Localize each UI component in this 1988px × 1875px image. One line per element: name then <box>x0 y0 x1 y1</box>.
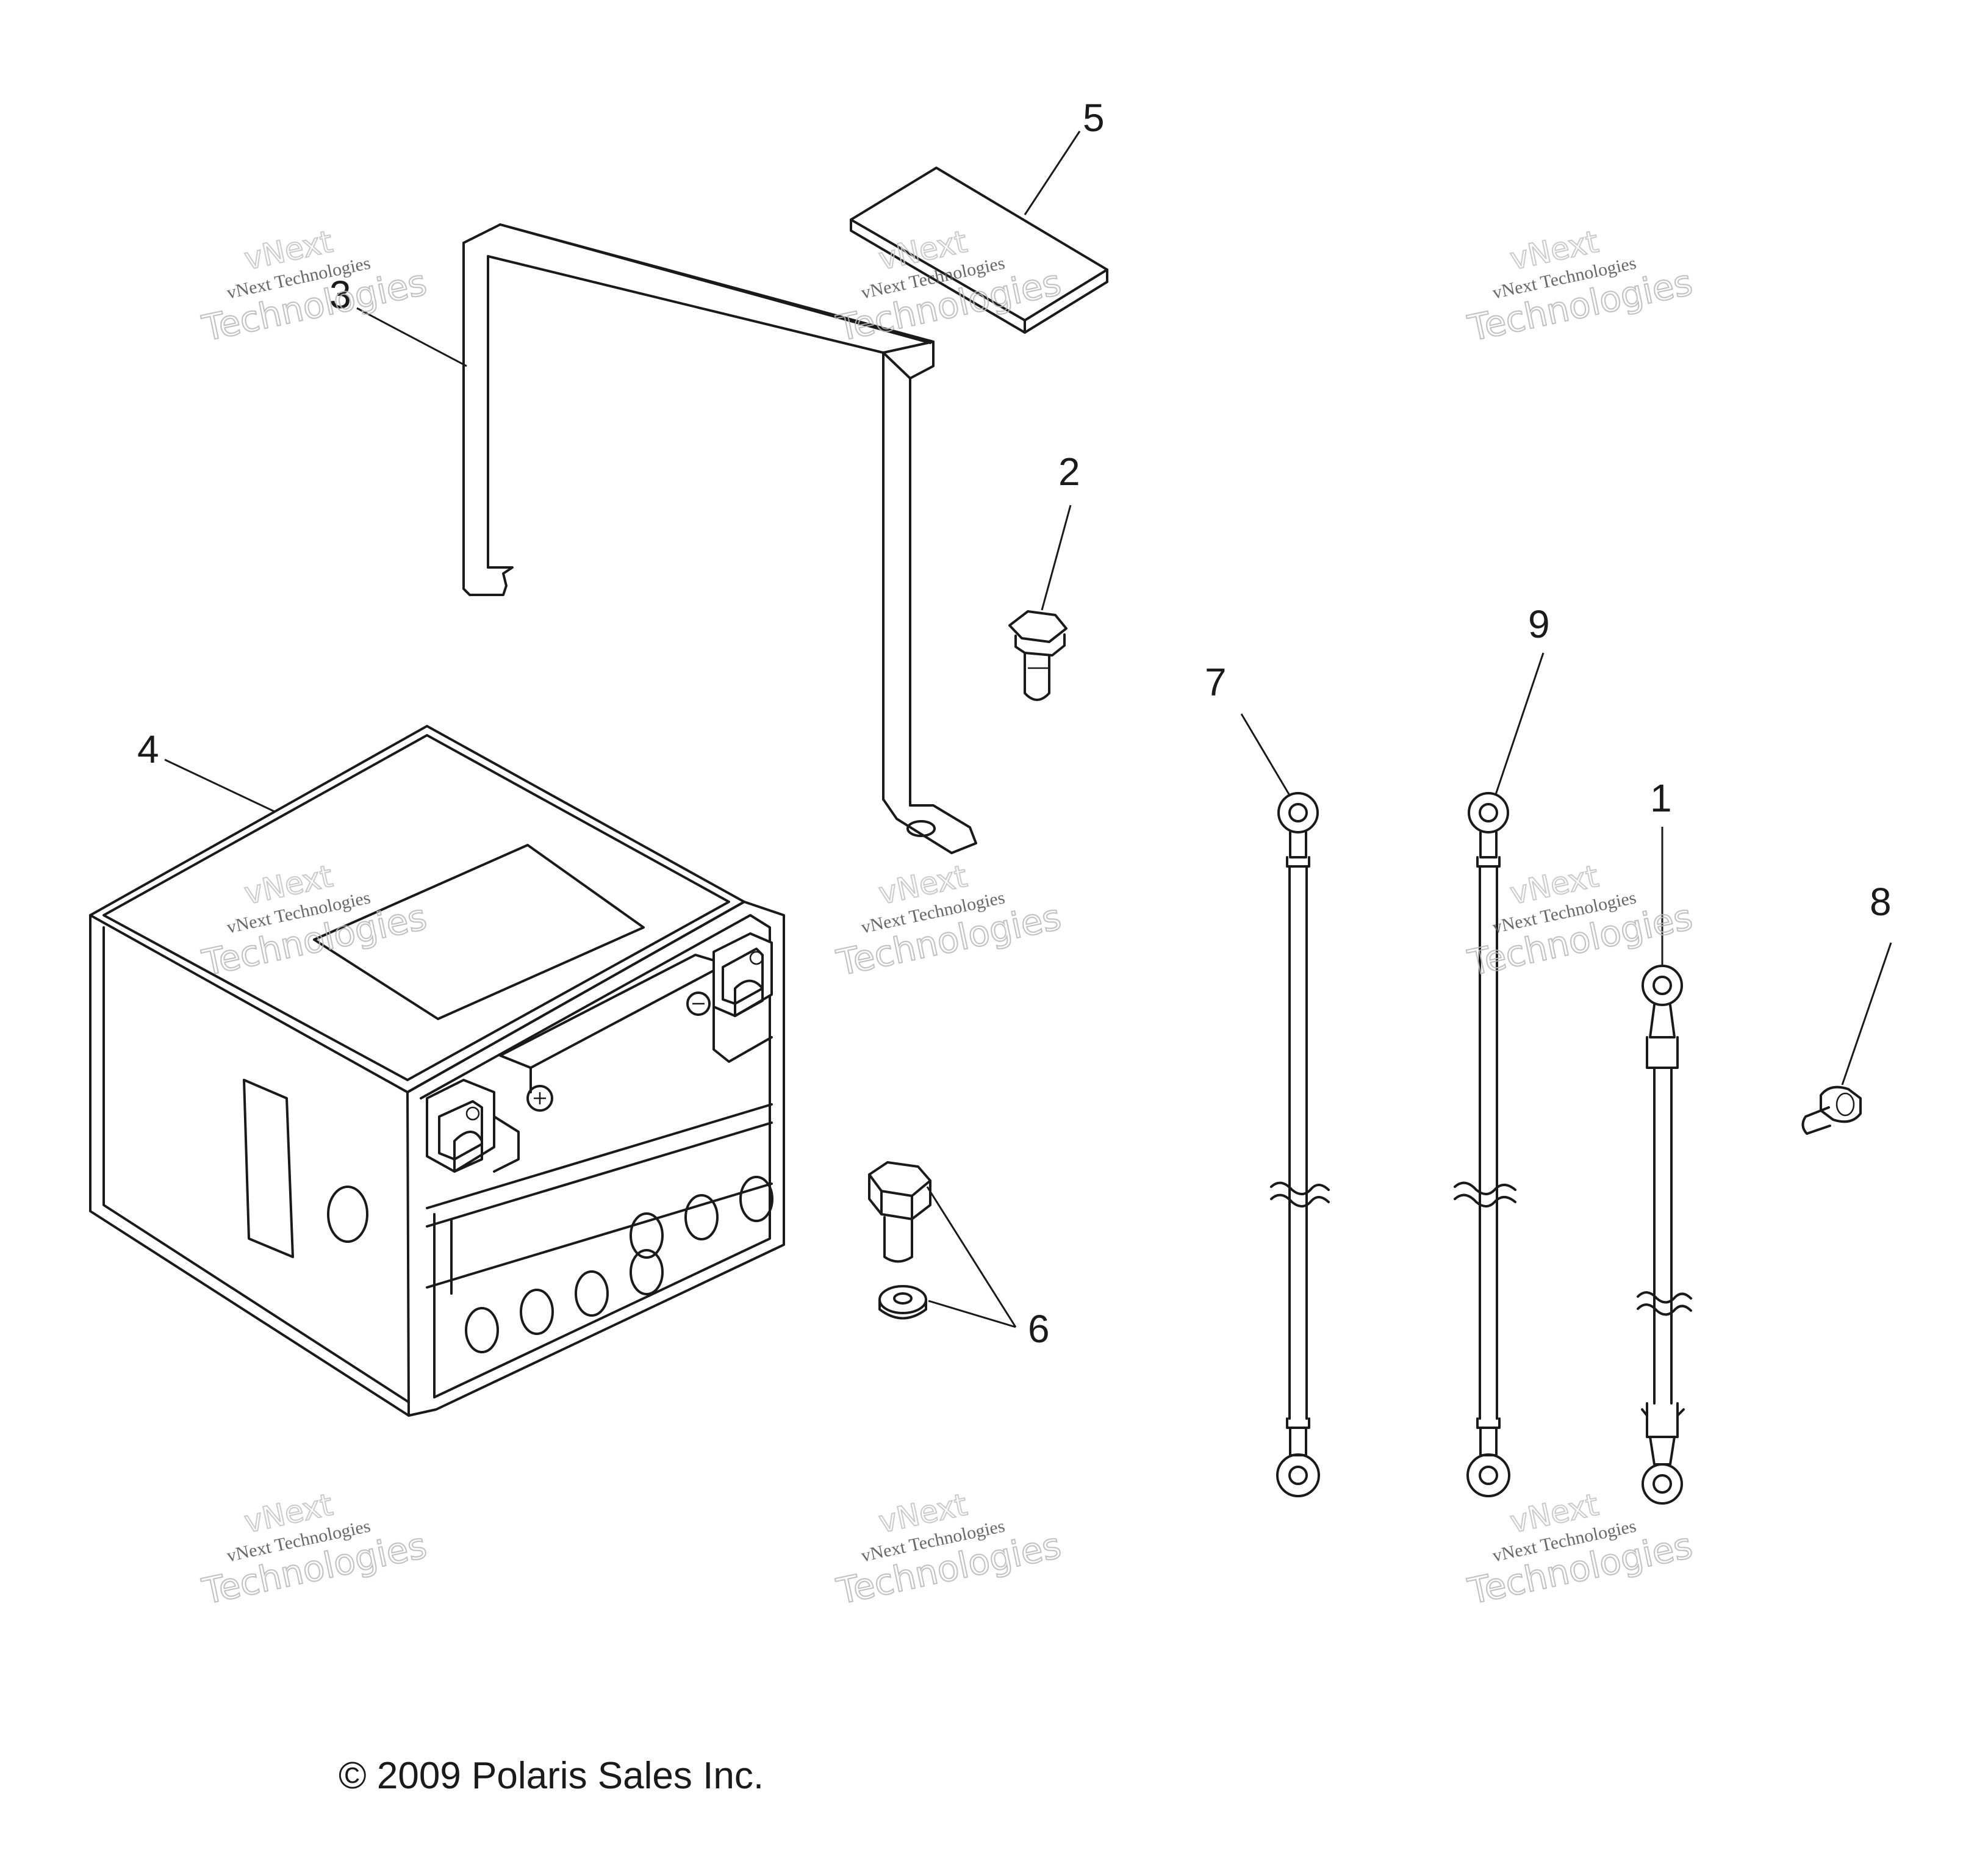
battery <box>89 725 785 1417</box>
watermarks: vNext vNext Technologies Technologies vN… <box>198 223 1697 1613</box>
callout-7: 7 <box>1205 660 1227 704</box>
callout-2: 2 <box>1058 450 1080 494</box>
watermark: vNext vNext Technologies Technologies <box>1464 858 1697 985</box>
watermark: vNext vNext Technologies Technologies <box>198 1486 431 1613</box>
watermark: vNext vNext Technologies Technologies <box>833 1486 1066 1613</box>
watermark: vNext vNext Technologies Technologies <box>833 858 1066 985</box>
callout-3: 3 <box>329 273 351 317</box>
callout-5: 5 <box>1083 96 1105 140</box>
callout-6: 6 <box>1028 1307 1050 1351</box>
watermark: vNext vNext Technologies Technologies <box>198 858 431 985</box>
small-screw <box>1801 1085 1862 1135</box>
flange-bolt <box>1008 610 1068 701</box>
callouts: 1 2 3 4 5 6 7 8 9 <box>137 96 1892 1351</box>
battery-cable-1 <box>1637 965 1692 1505</box>
callout-4: 4 <box>137 727 159 771</box>
callout-8: 8 <box>1870 880 1892 924</box>
battery-cable-9 <box>1454 792 1516 1497</box>
copyright-notice: © 2009 Polaris Sales Inc. <box>339 1755 764 1797</box>
watermark: vNext vNext Technologies Technologies <box>198 223 431 350</box>
callout-1: 1 <box>1650 776 1672 820</box>
battery-cable-7 <box>1270 792 1330 1497</box>
watermark: vNext vNext Technologies Technologies <box>833 223 1066 350</box>
rubber-pad <box>850 167 1108 334</box>
leader-lines <box>164 131 1892 1328</box>
bolt-and-washer <box>868 1161 931 1320</box>
battery-strap <box>462 223 977 854</box>
watermark: vNext vNext Technologies Technologies <box>1464 223 1697 350</box>
callout-9: 9 <box>1528 602 1550 646</box>
